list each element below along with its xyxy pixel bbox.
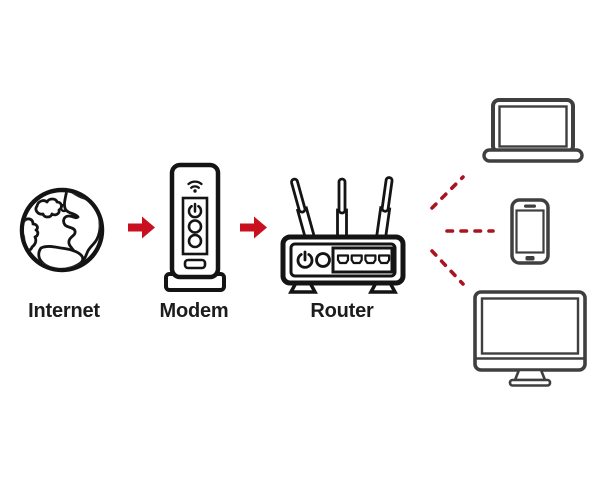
modem-node bbox=[163, 162, 227, 294]
desktop-device bbox=[473, 290, 587, 388]
antenna-middle bbox=[336, 177, 348, 241]
modem-label: Modem bbox=[159, 300, 229, 322]
router-node bbox=[276, 170, 410, 294]
router-icon bbox=[280, 176, 406, 294]
power-icon bbox=[296, 250, 314, 269]
wireless-link-desktop bbox=[430, 249, 465, 286]
laptop-device bbox=[482, 98, 584, 164]
laptop-icon bbox=[482, 98, 584, 163]
arrow-right-icon bbox=[128, 216, 155, 239]
arrow-right-icon bbox=[240, 216, 267, 239]
wireless-dashed-lines-icon bbox=[430, 175, 495, 286]
wireless-links bbox=[425, 172, 505, 290]
connection-modem-router bbox=[239, 214, 268, 241]
antenna-left bbox=[290, 177, 317, 242]
globe-icon bbox=[19, 187, 105, 273]
router-label: Router bbox=[310, 300, 374, 322]
internet-label: Internet bbox=[28, 300, 100, 322]
desktop-monitor-icon bbox=[473, 290, 587, 387]
internet-node bbox=[17, 185, 107, 275]
ethernet-ports bbox=[336, 254, 391, 265]
smartphone-icon bbox=[510, 198, 550, 265]
wifi-icon bbox=[187, 180, 203, 193]
power-icon bbox=[187, 202, 203, 219]
antenna-right bbox=[374, 176, 394, 242]
smartphone-device bbox=[510, 198, 550, 265]
wireless-link-laptop bbox=[430, 175, 465, 210]
modem-icon bbox=[164, 162, 226, 292]
connection-internet-modem bbox=[127, 214, 156, 241]
